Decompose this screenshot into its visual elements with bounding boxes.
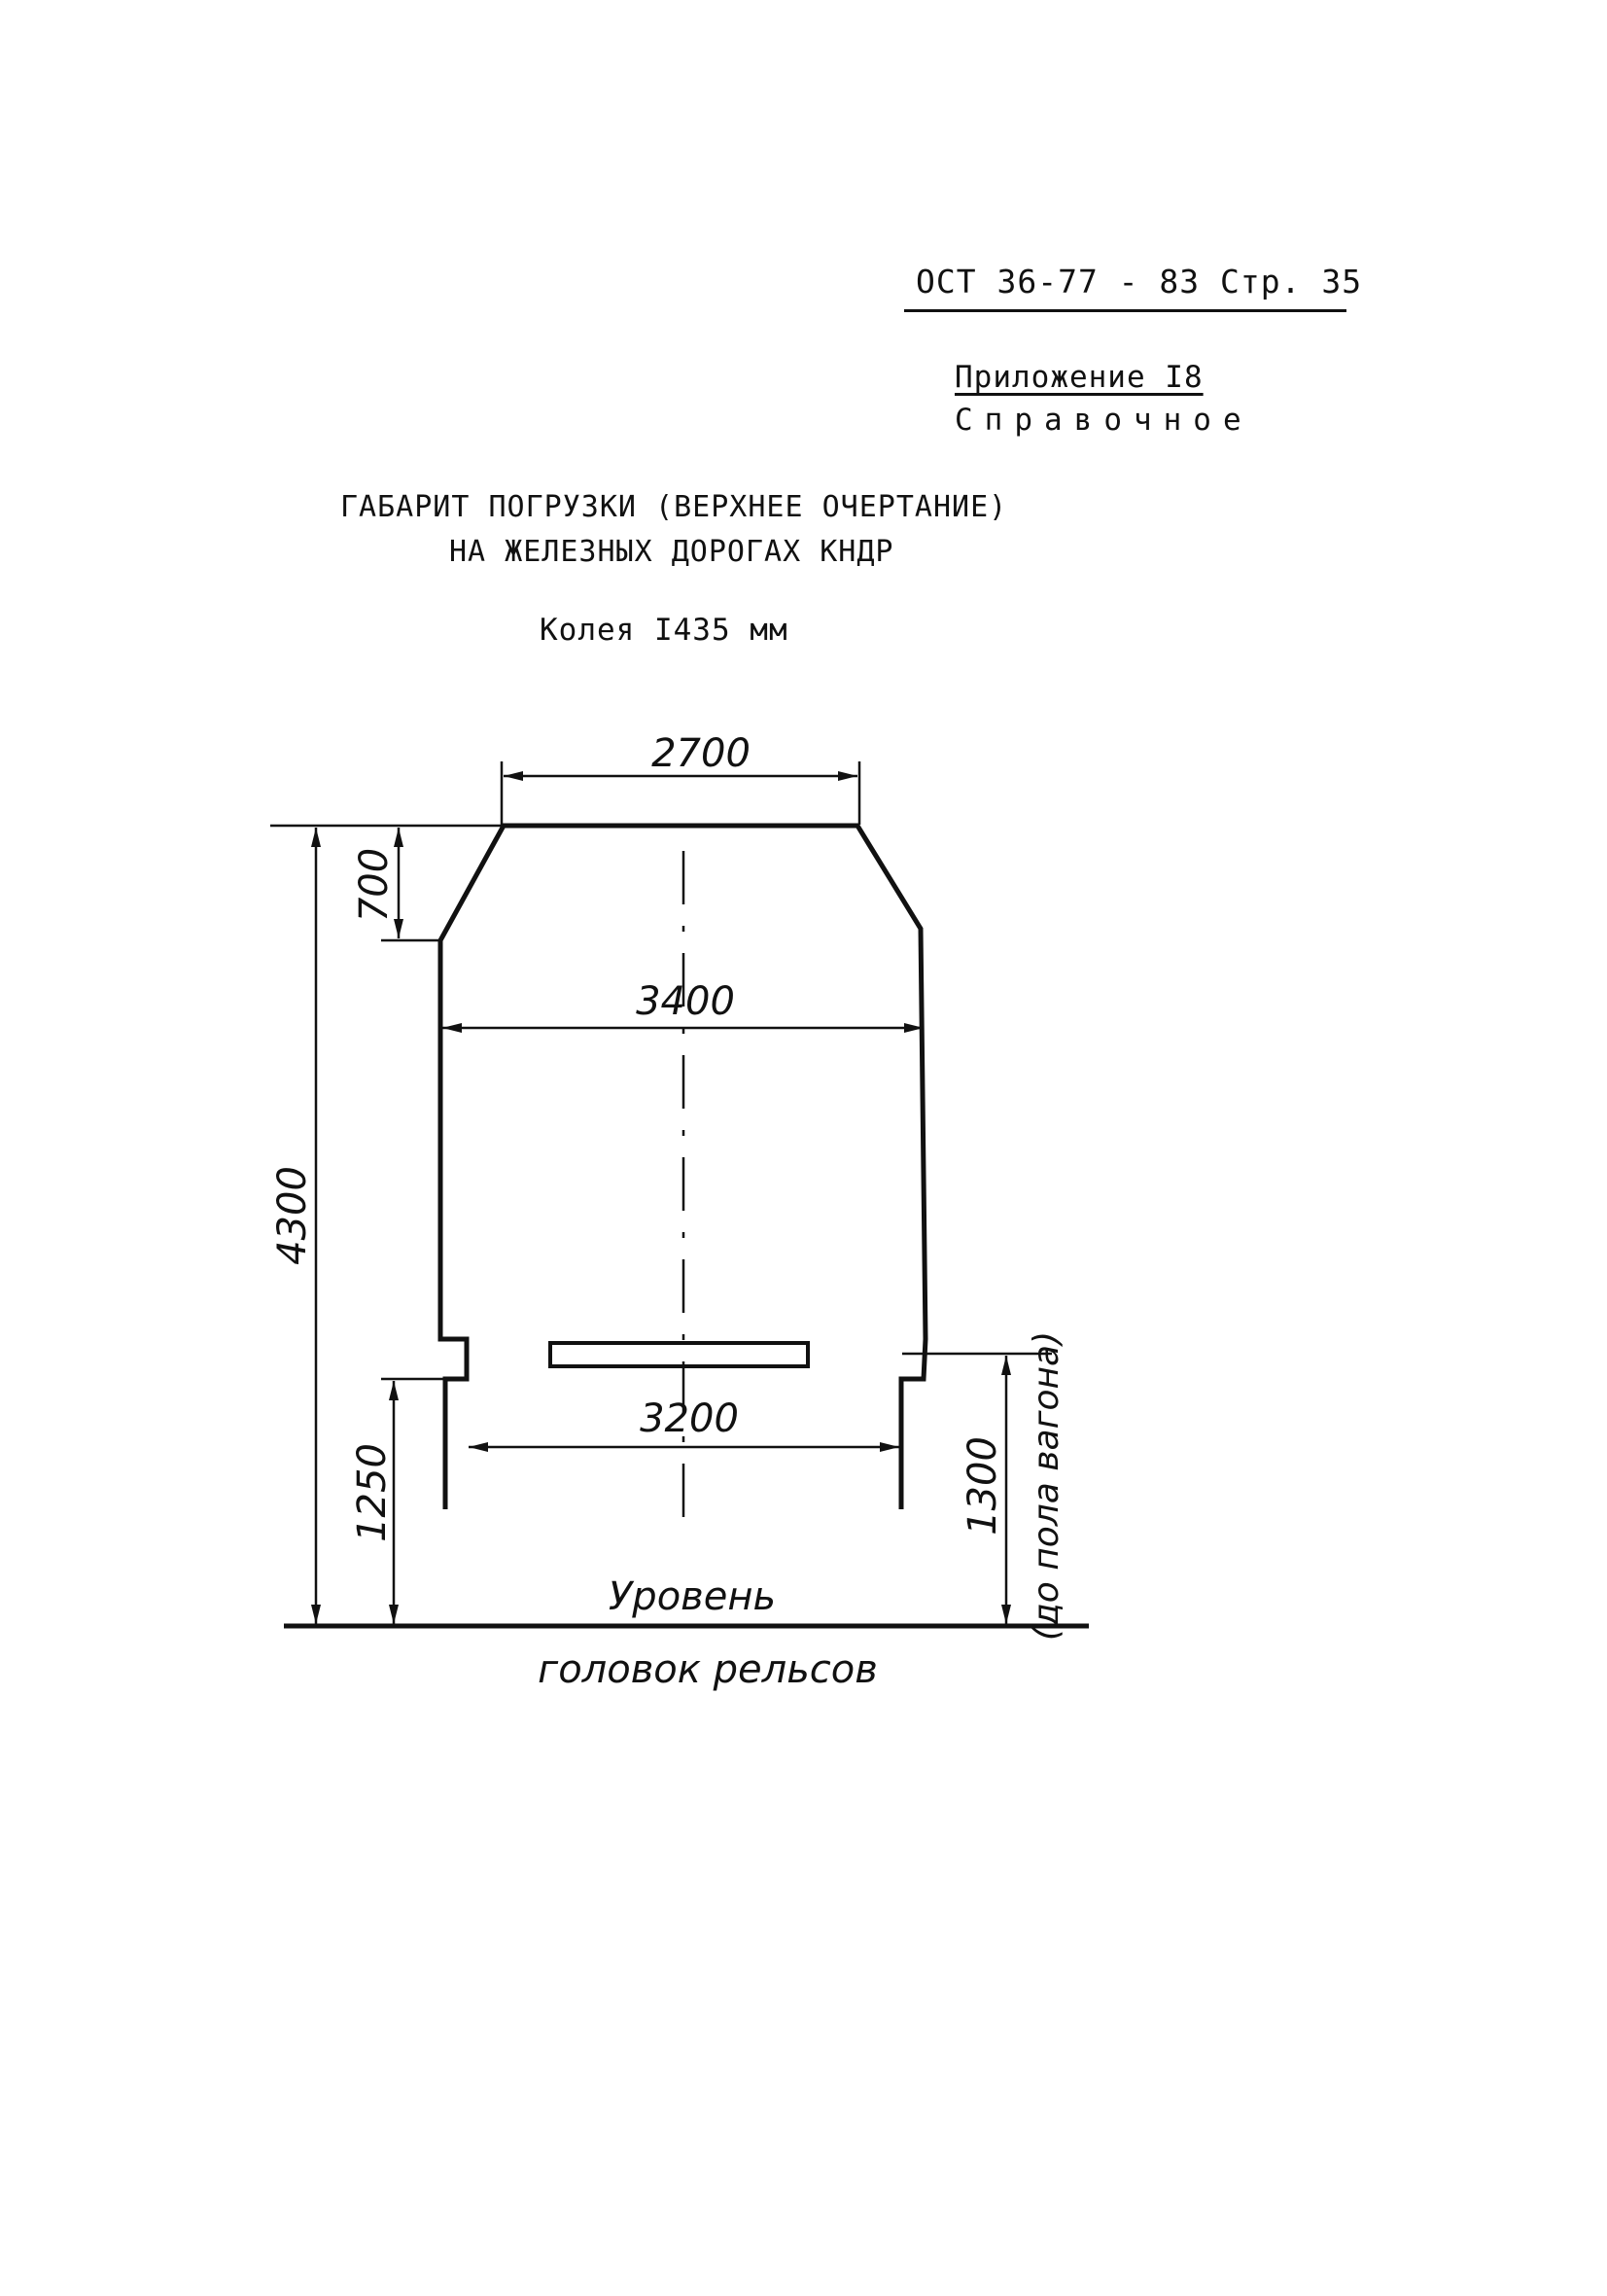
header-rule bbox=[904, 309, 1346, 312]
dim-max-width: 3400 bbox=[636, 979, 735, 1024]
rail-level-caption-line-2: головок рельсов bbox=[538, 1647, 878, 1692]
rail-level-caption-line-1: Уровень bbox=[609, 1574, 776, 1619]
wagon-floor bbox=[548, 1341, 810, 1368]
title-line-2: НА ЖЕЛЕЗНЫХ ДОРОГАХ КНДР bbox=[449, 535, 894, 569]
dim-floor-note: (до пола вагона) bbox=[1027, 1331, 1066, 1641]
dim-lower-width: 3200 bbox=[640, 1396, 739, 1441]
gauge-label: Колея I435 мм bbox=[540, 613, 788, 648]
dim-floor-height: 1300 bbox=[961, 1436, 1005, 1536]
dim-top-width: 2700 bbox=[651, 731, 751, 776]
document-reference: ОСТ 36-77 - 83 Стр. 35 bbox=[916, 263, 1363, 300]
appendix-label: Приложение I8 bbox=[955, 360, 1204, 395]
dimension-lines bbox=[311, 771, 1011, 1624]
dim-total-height: 4300 bbox=[270, 1166, 315, 1265]
extension-lines bbox=[270, 761, 1052, 1381]
title-line-1: ГАБАРИТ ПОГРУЗКИ (ВЕРХНЕЕ ОЧЕРТАНИЕ) bbox=[340, 490, 1008, 524]
dim-lower-height: 1250 bbox=[350, 1443, 395, 1542]
reference-label: Справочное bbox=[955, 403, 1253, 438]
dim-top-chamfer-height: 700 bbox=[352, 848, 397, 922]
